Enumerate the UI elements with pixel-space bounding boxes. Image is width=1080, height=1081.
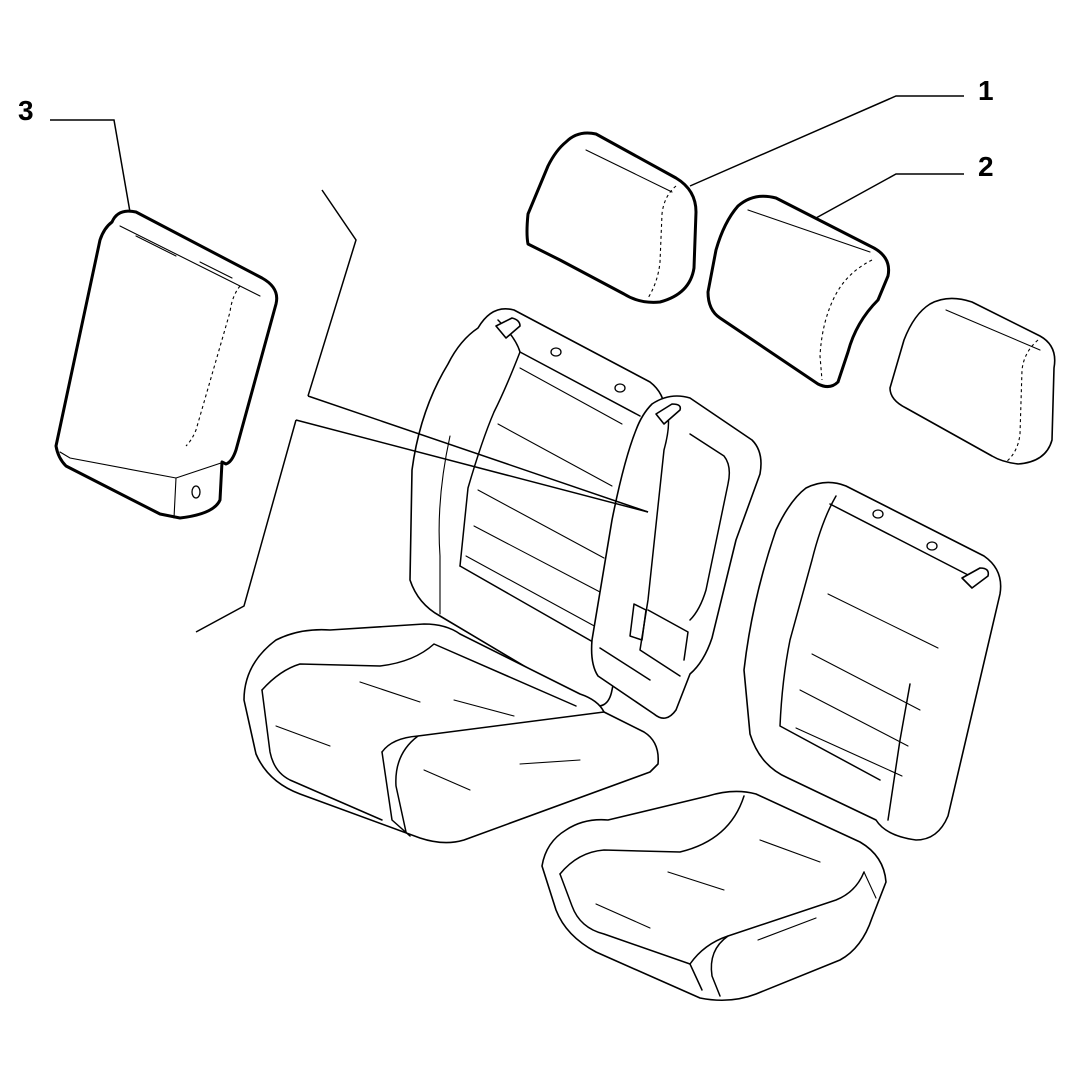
leader-line-1 [689,95,964,187]
callout-2: 2 [978,151,994,182]
callout-1: 1 [978,75,994,106]
seat-backrest-right [743,481,1002,841]
callout-3: 3 [18,95,34,126]
leader-line-3 [50,119,131,213]
assembly-bracket [195,189,649,633]
seat-cushion-right [541,790,887,1002]
leader-line-2 [815,173,964,219]
armrest-cover-center [590,395,762,719]
headrest-part-2 [706,194,891,389]
headrest-part-1 [525,131,698,304]
seat-cushion-left [243,623,660,844]
headrest-right [889,297,1056,465]
armrest-part-3 [54,209,279,520]
